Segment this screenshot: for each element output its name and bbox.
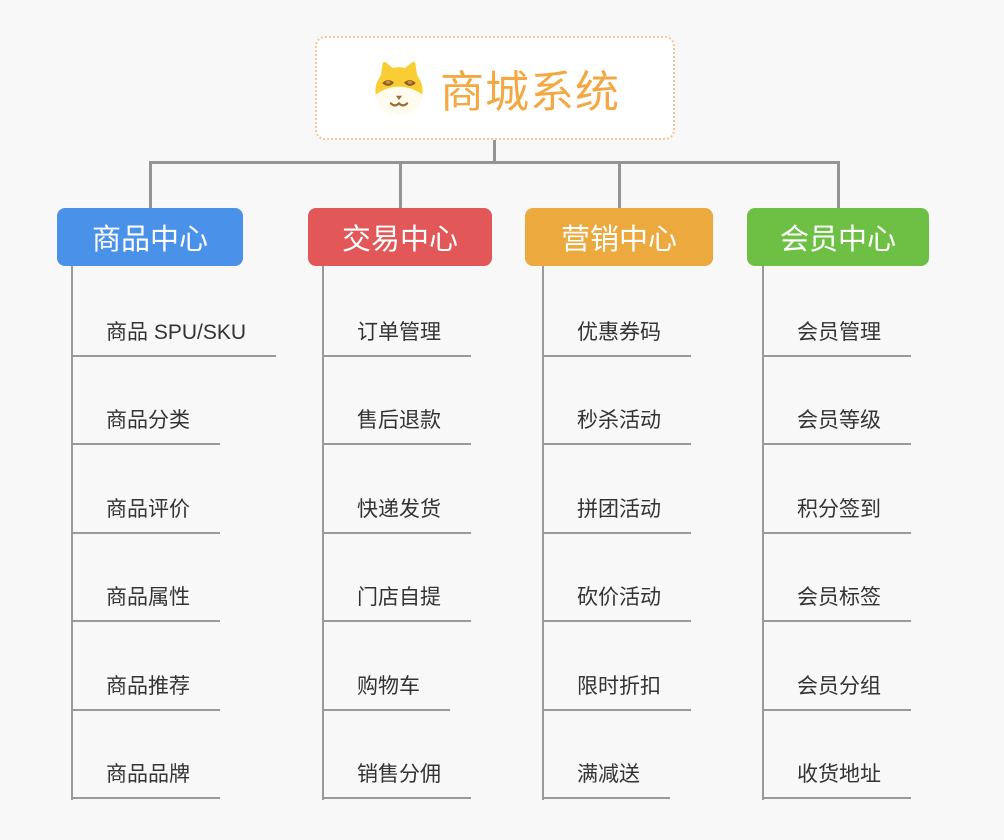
- leaf-node[interactable]: 快递发货: [322, 494, 471, 534]
- leaf-node[interactable]: 会员标签: [762, 582, 911, 622]
- leaf-node[interactable]: 会员等级: [762, 405, 911, 445]
- leaf-node[interactable]: 会员管理: [762, 317, 911, 357]
- root-node-label: 商城系统: [440, 68, 620, 117]
- doge-face-icon: [375, 61, 423, 115]
- leaf-node[interactable]: 满减送: [542, 759, 670, 799]
- leaf-node[interactable]: 优惠券码: [542, 317, 691, 357]
- leaf-node[interactable]: 购物车: [322, 671, 450, 711]
- leaf-node[interactable]: 商品属性: [71, 582, 220, 622]
- branch-node-marketing-center[interactable]: 营销中心: [525, 208, 713, 266]
- leaf-node[interactable]: 限时折扣: [542, 671, 691, 711]
- connector-bus: [149, 161, 840, 164]
- leaf-node[interactable]: 收货地址: [762, 759, 911, 799]
- connector-drop-3: [618, 161, 621, 208]
- root-node[interactable]: 商城系统: [315, 36, 675, 140]
- branch-label: 营销中心: [560, 224, 677, 256]
- leaf-node[interactable]: 商品分类: [71, 405, 220, 445]
- leaf-node[interactable]: 秒杀活动: [542, 405, 691, 445]
- branch-node-member-center[interactable]: 会员中心: [747, 208, 929, 266]
- leaf-node[interactable]: 商品品牌: [71, 759, 220, 799]
- connector-root-stub: [493, 138, 496, 163]
- connector-drop-1: [149, 161, 152, 208]
- branch-label: 商品中心: [91, 224, 208, 256]
- leaf-node[interactable]: 砍价活动: [542, 582, 691, 622]
- leaf-node[interactable]: 商品 SPU/SKU: [71, 317, 277, 357]
- connector-drop-4: [837, 161, 840, 208]
- leaf-node[interactable]: 销售分佣: [322, 759, 471, 799]
- branch-label: 交易中心: [341, 224, 458, 256]
- leaf-node[interactable]: 售后退款: [322, 405, 471, 445]
- branch-node-trade-center[interactable]: 交易中心: [308, 208, 492, 266]
- connector-drop-2: [399, 161, 402, 208]
- leaf-node[interactable]: 商品推荐: [71, 671, 220, 711]
- branch-label: 会员中心: [779, 224, 896, 256]
- leaf-node[interactable]: 会员分组: [762, 671, 911, 711]
- leaf-node[interactable]: 商品评价: [71, 494, 220, 534]
- leaf-node[interactable]: 拼团活动: [542, 494, 691, 534]
- branch-node-product-center[interactable]: 商品中心: [57, 208, 243, 266]
- leaf-node[interactable]: 积分签到: [762, 494, 911, 534]
- leaf-node[interactable]: 订单管理: [322, 317, 471, 357]
- leaf-node[interactable]: 门店自提: [322, 582, 471, 622]
